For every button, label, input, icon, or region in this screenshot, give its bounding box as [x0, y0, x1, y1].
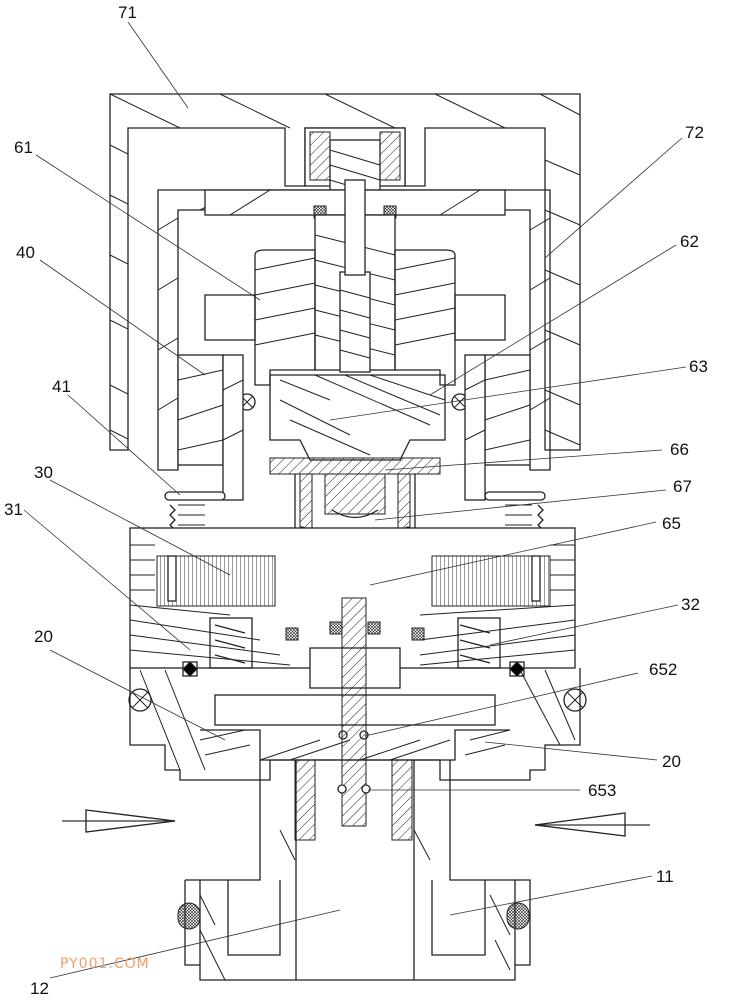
label-32: 32	[681, 595, 700, 614]
label-20-left: 20	[34, 627, 53, 646]
label-62: 62	[680, 232, 699, 251]
label-41: 41	[52, 377, 71, 396]
label-72: 72	[685, 123, 704, 142]
label-31: 31	[4, 500, 23, 519]
spring-left	[164, 491, 226, 546]
flow-arrow-right	[534, 812, 650, 837]
label-61: 61	[14, 138, 33, 157]
central-stem	[337, 597, 371, 827]
label-65: 65	[662, 514, 681, 533]
side-block-left	[177, 354, 244, 501]
side-block-right	[464, 354, 531, 501]
outer-o-rings	[128, 661, 587, 712]
label-40: 40	[16, 243, 35, 262]
piston-head	[269, 374, 446, 461]
label-12: 12	[30, 979, 49, 998]
flow-arrow-left	[62, 809, 176, 833]
leader-lines	[23, 21, 687, 979]
label-11: 11	[656, 867, 674, 886]
label-66: 66	[670, 440, 689, 459]
label-63: 63	[689, 357, 708, 376]
label-71: 71	[118, 3, 137, 22]
label-653: 653	[588, 781, 616, 800]
spring-right	[484, 491, 546, 546]
watermark: PY001.COM	[60, 956, 150, 972]
spindle-assembly	[314, 179, 396, 373]
label-67: 67	[673, 477, 692, 496]
label-652: 652	[649, 660, 677, 679]
label-20-right: 20	[662, 752, 681, 771]
bottom-o-rings	[177, 902, 530, 930]
label-30: 30	[34, 463, 53, 482]
part-labels: 71 72 61 62 40 63 41 66 30 67 31 65 32 2…	[4, 3, 708, 998]
